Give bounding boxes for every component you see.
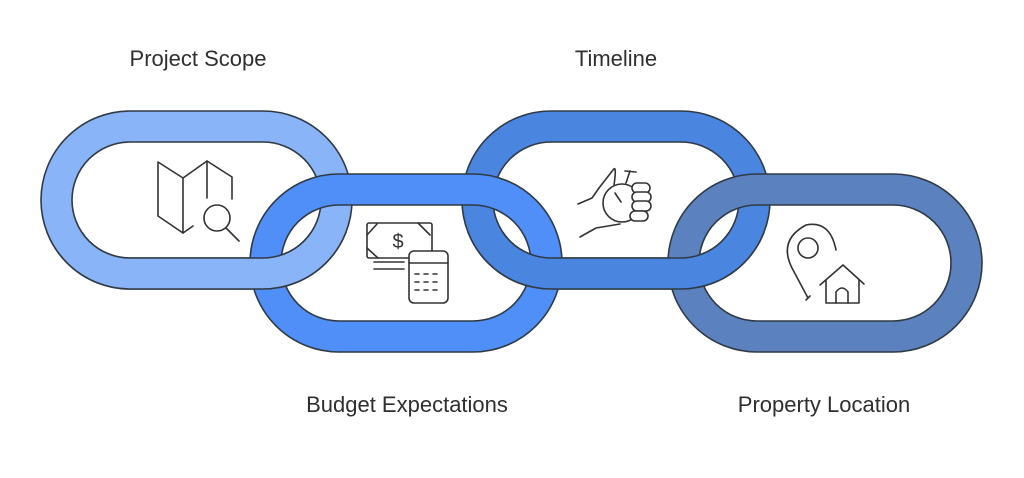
label-timeline: Timeline xyxy=(574,46,658,71)
hand-stopwatch-icon xyxy=(577,167,652,238)
svg-text:$: $ xyxy=(392,231,403,253)
chain-link-3 xyxy=(467,232,765,290)
chain-link-1 xyxy=(46,232,347,290)
chain-interlock-overlay xyxy=(46,232,765,290)
money-calculator-icon: $ xyxy=(366,222,449,304)
label-project-scope: Project Scope xyxy=(129,46,267,71)
map-search-icon xyxy=(157,160,240,242)
label-property-location: Property Location xyxy=(737,392,911,417)
location-home-icon xyxy=(786,223,865,304)
chain-links xyxy=(40,110,983,353)
label-budget-expectations: Budget Expectations xyxy=(306,392,508,417)
